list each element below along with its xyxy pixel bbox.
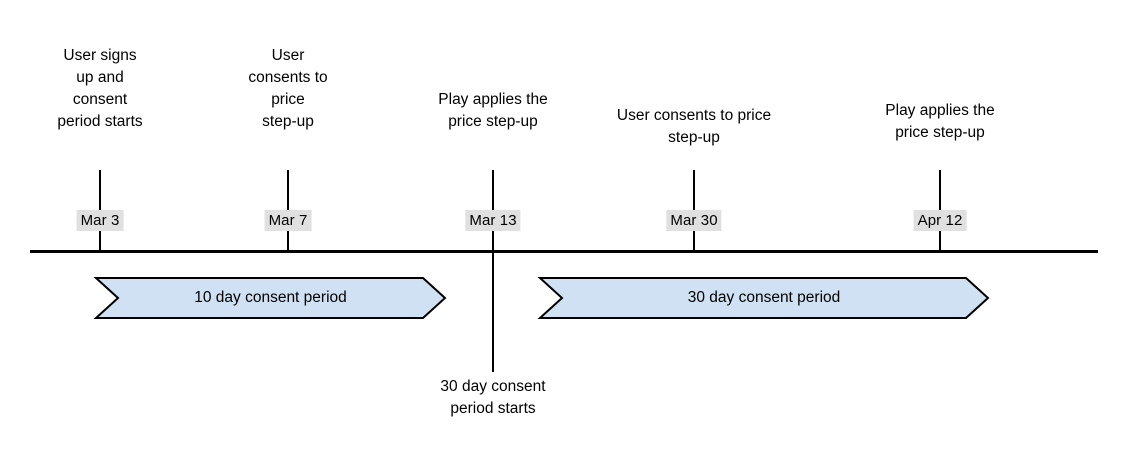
date-chip-stepup-applied-2: Apr 12 bbox=[913, 210, 967, 231]
date-chip-consent-10day: Mar 7 bbox=[264, 210, 312, 231]
event-label-stepup-applied-2: Play applies the price step-up bbox=[885, 102, 995, 141]
timeline-axis bbox=[30, 250, 1098, 253]
consent-period-banner-consent-10-day: 10 day consent period bbox=[93, 277, 447, 319]
consent-period-banner-consent-30-day: 30 day consent period bbox=[537, 277, 990, 319]
annotation-tick-30day-start bbox=[492, 250, 494, 372]
date-chip-signup: Mar 3 bbox=[76, 210, 124, 231]
event-label-consent-10day: User consents to price step-up bbox=[248, 47, 328, 130]
event-label-stepup-applied-1: Play applies the price step-up bbox=[438, 91, 548, 130]
date-chip-stepup-applied-1: Mar 13 bbox=[465, 210, 521, 231]
annotation-label-30day-start: 30 day consent period starts bbox=[440, 378, 546, 417]
date-chip-consent-30day: Mar 30 bbox=[666, 210, 722, 231]
event-label-consent-30day: User consents to price step-up bbox=[616, 107, 772, 146]
event-label-signup: User signs up and consent period starts bbox=[57, 47, 143, 130]
